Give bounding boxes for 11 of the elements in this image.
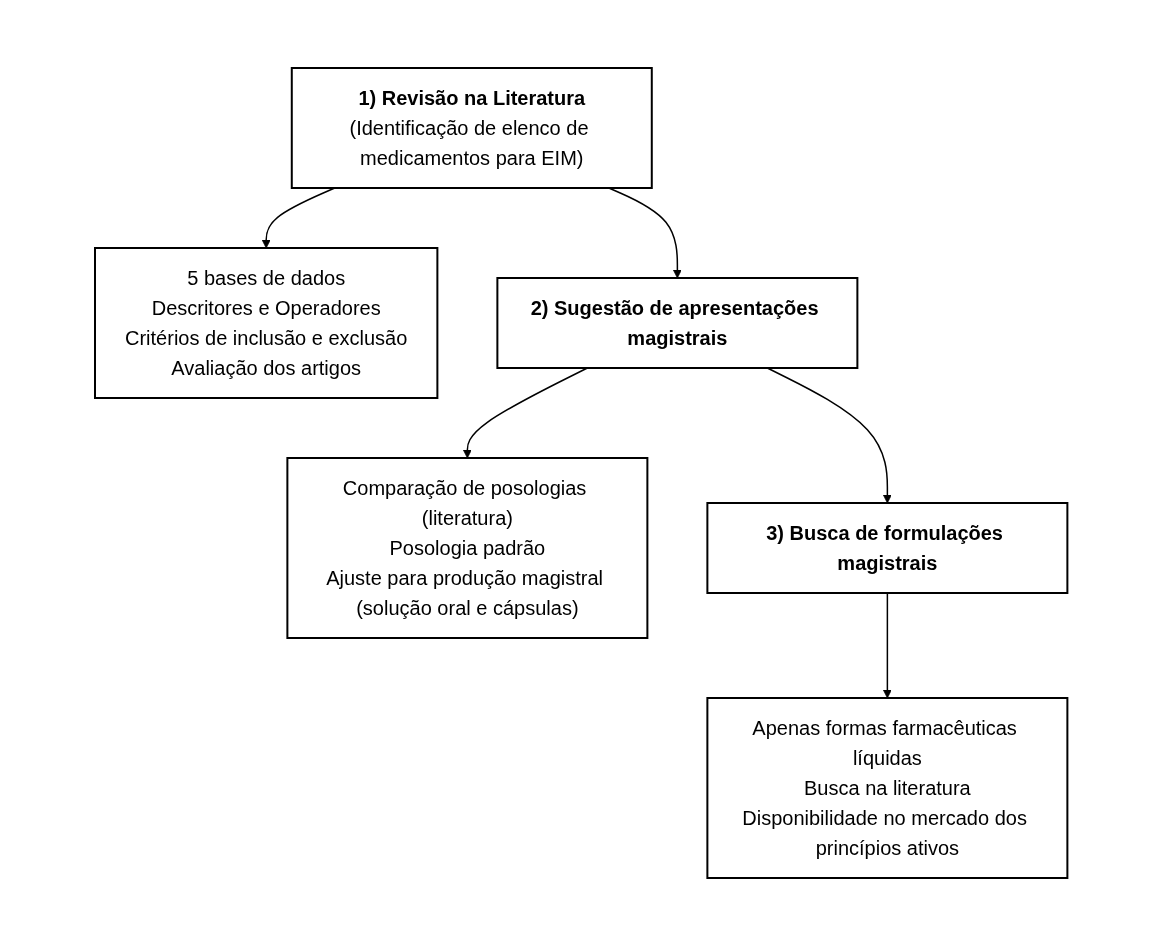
arrow <box>262 186 336 248</box>
arrow <box>766 366 893 503</box>
arrow <box>463 366 589 458</box>
node-box: 5 bases de dados Descritores e Operadores Critérios de inclusão e exclusão Avaliação dos artigos <box>94 246 439 399</box>
node-box: 3) Busca de formulações magistrais <box>706 501 1069 594</box>
node-box: Comparação de posologias (literatura) Posologia padrão Ajuste para produção magistral (solução oral e cápsulas) <box>286 456 649 639</box>
arrow <box>608 186 683 278</box>
node-box: 2) Sugestão de apresentações magistrais <box>496 276 859 369</box>
node-box: Apenas formas farmacêuticas líquidas Busca na literatura Disponibilidade no mercado dos princípios ativos <box>706 696 1069 879</box>
node-box: 1) Revisão na Literatura (Identificação de elenco de medicamentos para EIM) <box>291 66 654 189</box>
arrow <box>883 591 893 698</box>
